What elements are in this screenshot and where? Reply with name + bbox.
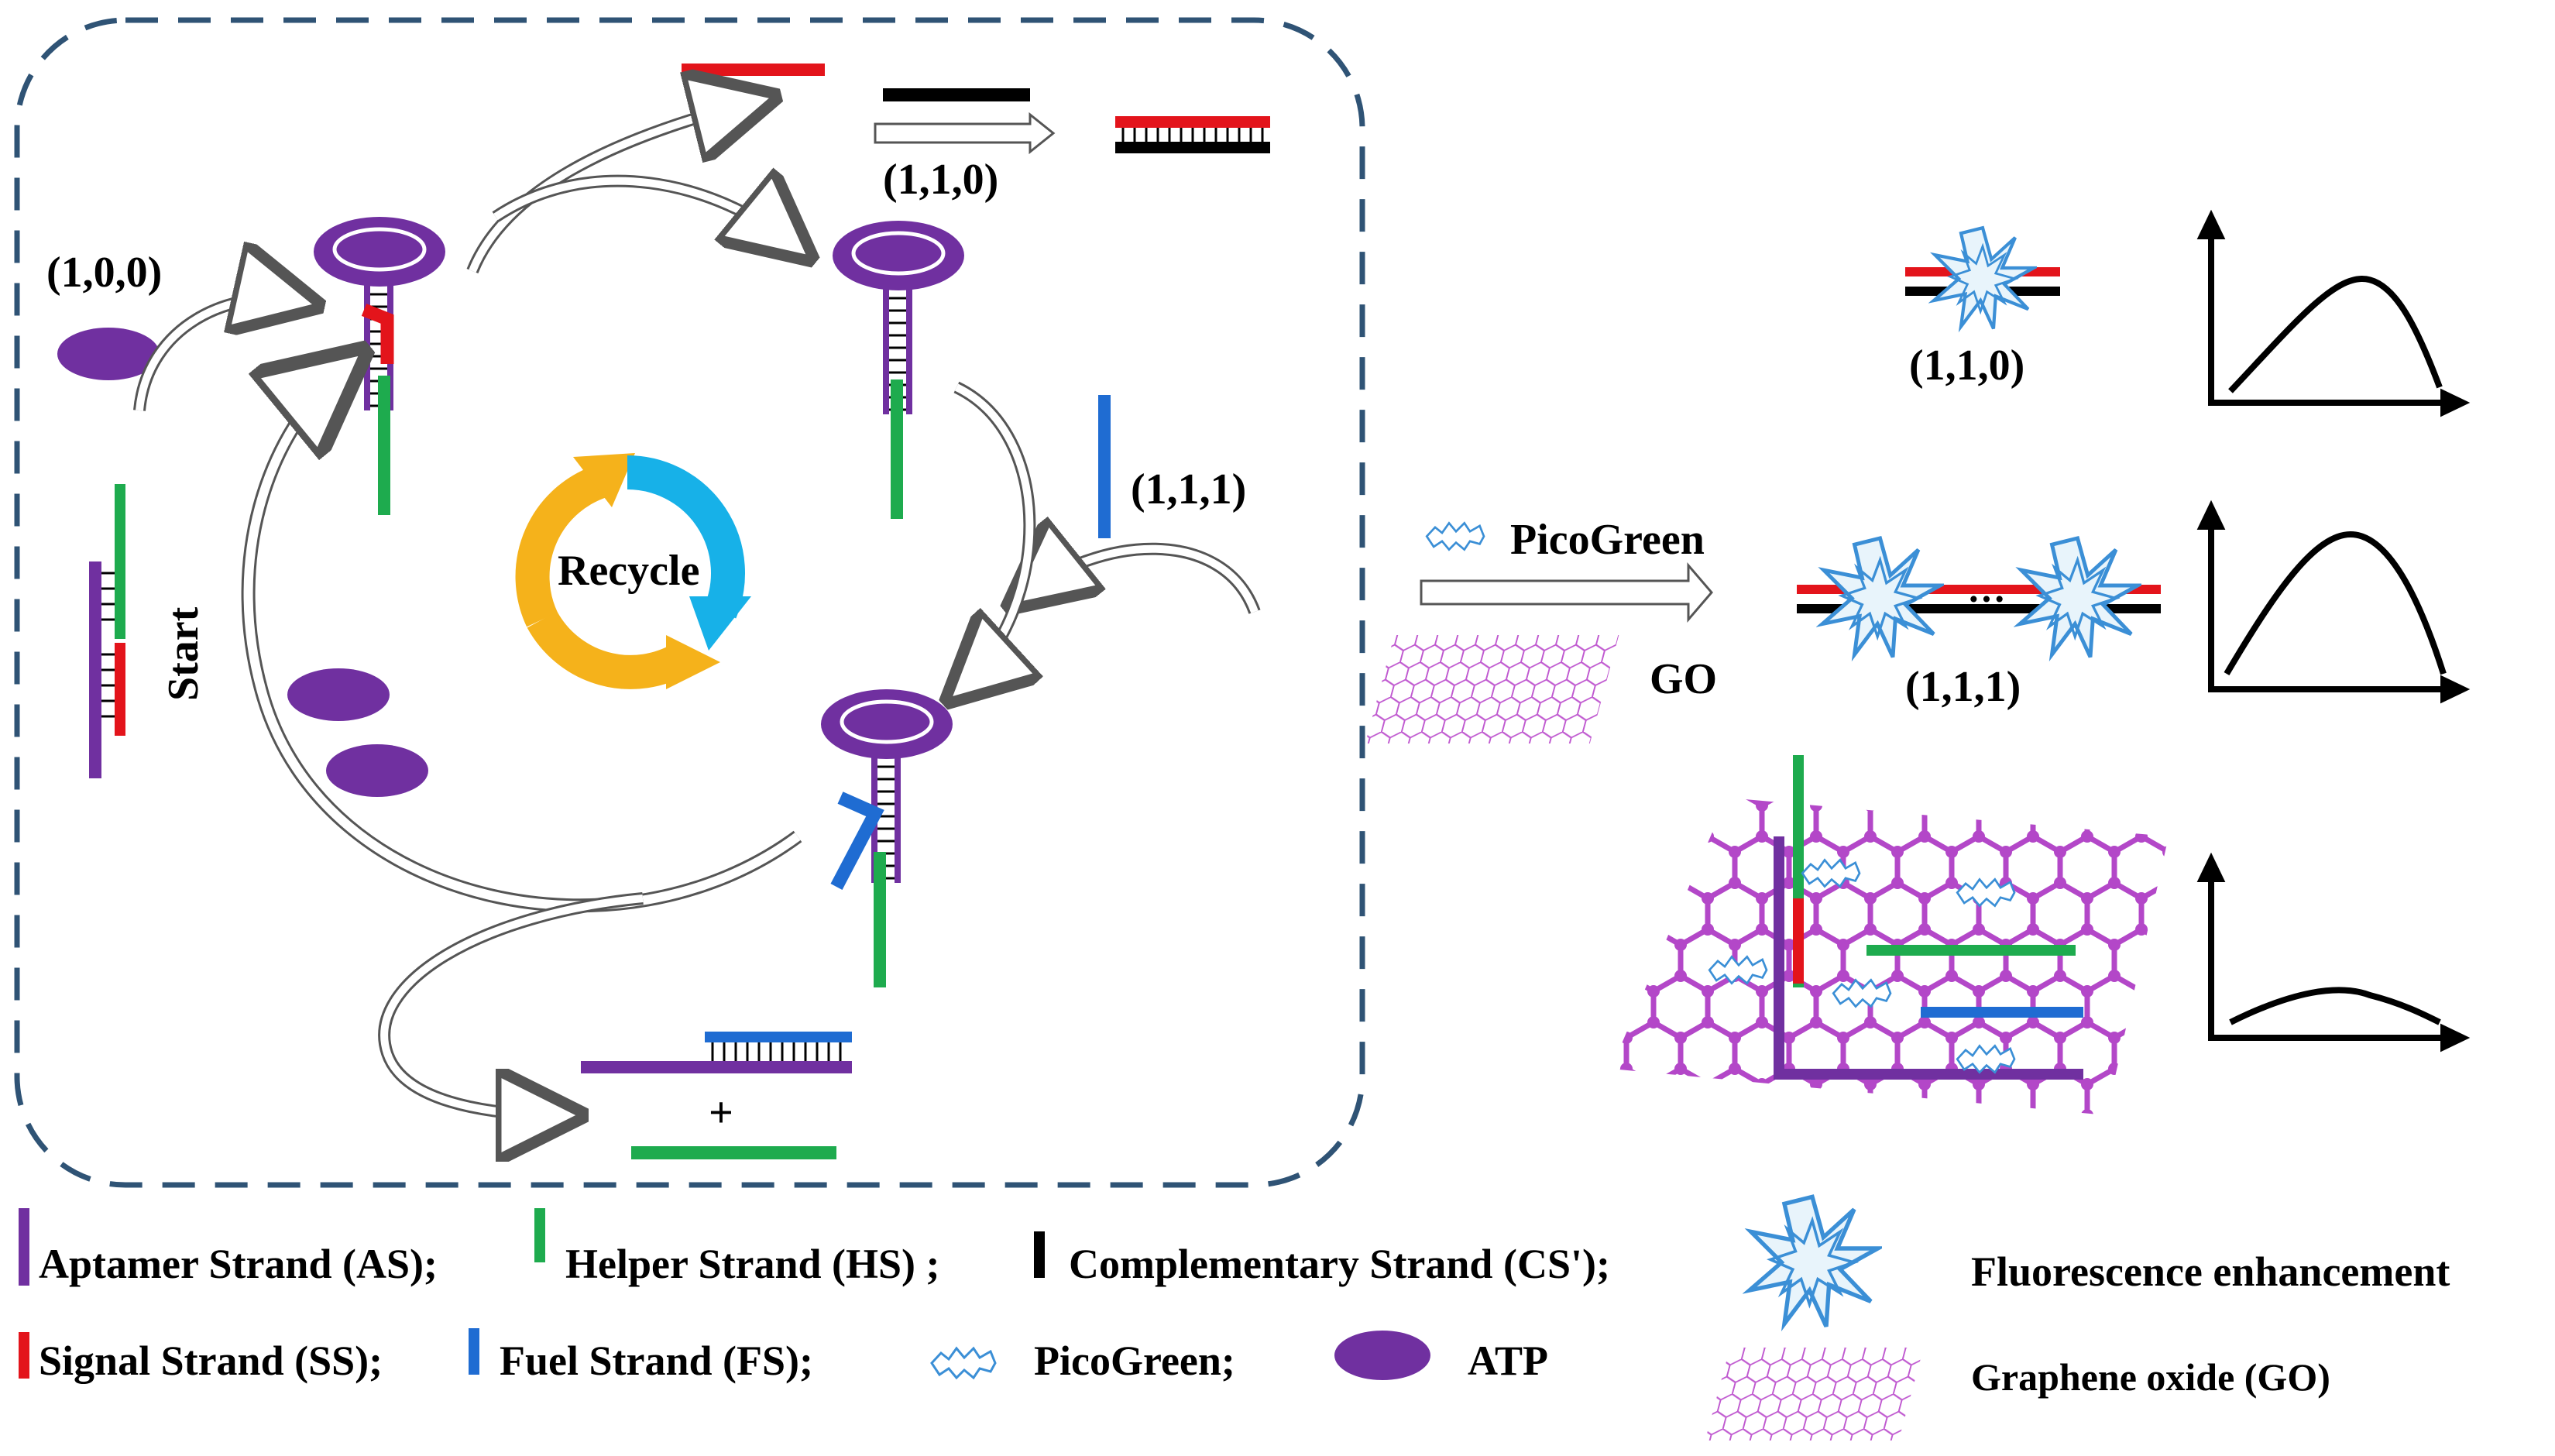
graphene-sheet-icon — [1365, 635, 1619, 743]
picogreen-icon — [930, 1347, 997, 1379]
graphene-sheet-icon — [1705, 1348, 1924, 1441]
fuel-strand — [1098, 395, 1111, 538]
legend-fluorescence: Fluorescence enhancement — [1971, 1248, 2450, 1295]
cycle-frame — [14, 17, 1365, 1188]
fluorescence-burst-icon — [1750, 1197, 1878, 1326]
picogreen-icon — [1425, 522, 1485, 551]
legend-fuel: Fuel Strand (FS); — [500, 1338, 813, 1384]
free-helper-strand — [631, 1146, 836, 1159]
legend-signal-swatch — [19, 1332, 29, 1379]
legend-helper: Helper Strand (HS) ; — [565, 1241, 940, 1287]
hairpin-atp-ss — [314, 217, 445, 515]
state-111-mid: (1,1,1) — [1131, 465, 1246, 513]
legend-complementary-swatch — [1034, 1231, 1045, 1278]
state-100-label: (1,0,0) — [46, 249, 162, 297]
state-110-top: (1,1,0) — [883, 156, 998, 204]
plus-sign: + — [709, 1089, 733, 1137]
recycle-icon — [515, 453, 751, 689]
hairpin-atp-fs — [821, 689, 953, 987]
curve-high — [2196, 209, 2471, 417]
legend-fuel-swatch — [469, 1328, 479, 1375]
reagent-go: GO — [1650, 655, 1717, 703]
fuel-arrow — [1018, 542, 1261, 614]
reagent-picogreen: PicoGreen — [1510, 516, 1705, 564]
legend-signal: Signal Strand (SS); — [39, 1338, 383, 1384]
legend-picogreen: PicoGreen; — [1034, 1338, 1235, 1384]
start-label: Start — [160, 606, 208, 701]
atp-icon — [1334, 1331, 1430, 1380]
atp-icon — [326, 744, 428, 797]
atp-icon — [287, 668, 390, 721]
legend-helper-swatch — [534, 1208, 545, 1262]
result-110-label: (1,1,0) — [1909, 342, 2024, 390]
atp-icon — [57, 328, 160, 380]
hybridize-arrow — [874, 112, 1056, 155]
atp-binding-arrow — [133, 292, 304, 411]
released-signal-strand — [682, 64, 825, 76]
as-fs-duplex — [581, 1032, 852, 1073]
legend-complementary: Complementary Strand (CS'); — [1069, 1241, 1610, 1287]
legend-graphene-oxide: Graphene oxide (GO) — [1971, 1355, 2330, 1399]
hairpin-atp-hs — [833, 221, 964, 519]
go-adsorbed-complex — [1611, 755, 2169, 1115]
recycle-label: Recycle — [558, 547, 699, 595]
start-complex — [89, 484, 125, 778]
complementary-strand — [883, 88, 1030, 101]
result-111-label: (1,1,1) — [1905, 663, 2021, 711]
legend-aptamer: Aptamer Strand (AS); — [39, 1241, 438, 1287]
result-110-complex — [1905, 228, 2060, 328]
legend-aptamer-swatch — [19, 1208, 29, 1286]
add-reagent-arrow — [1420, 561, 1713, 623]
duplex-ss-cs — [1115, 116, 1270, 153]
curve-highest — [2196, 500, 2471, 704]
ellipsis: ··· — [1967, 577, 2006, 620]
curve-low — [2196, 852, 2471, 1053]
legend-atp: ATP — [1468, 1338, 1548, 1384]
result-111-complex — [1797, 538, 2161, 657]
